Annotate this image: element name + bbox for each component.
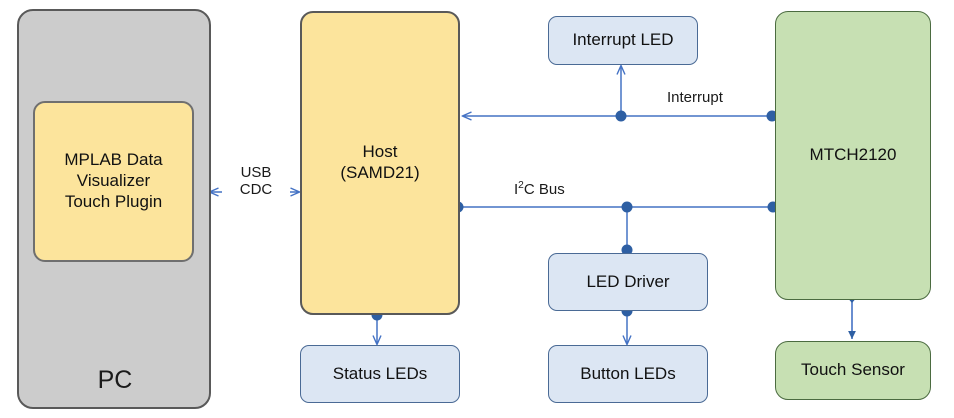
button-leds-label: Button LEDs — [580, 363, 676, 383]
plugin-line-3: Touch Plugin — [64, 191, 163, 211]
led-driver-label: LED Driver — [586, 271, 670, 291]
mtch2120-box[interactable]: MTCH2120 — [775, 11, 931, 300]
interrupt-led-label: Interrupt LED — [572, 30, 674, 50]
interrupt-edge-label-text: Interrupt — [667, 89, 723, 106]
i2c-bus-edge-label: I2C Bus — [511, 180, 568, 198]
usb-cdc-edge-label: USB CDC — [222, 164, 290, 199]
usb-cdc-line-2: CDC — [239, 180, 273, 198]
host-line-2: (SAMD21) — [340, 163, 420, 182]
button-leds-box[interactable]: Button LEDs — [548, 345, 708, 403]
host-samd21-box[interactable]: Host (SAMD21) — [300, 11, 460, 315]
plugin-line-1: MPLAB Data — [64, 150, 163, 170]
status-leds-box[interactable]: Status LEDs — [300, 345, 460, 403]
pc-caption: PC — [55, 362, 175, 398]
mtch2120-label: MTCH2120 — [809, 145, 897, 165]
mplab-data-visualizer-touch-plugin-box[interactable]: MPLAB Data Visualizer Touch Plugin — [33, 101, 194, 262]
plugin-line-2: Visualizer — [76, 171, 151, 191]
pc-caption-label: PC — [97, 365, 133, 394]
touch-sensor-label: Touch Sensor — [801, 360, 905, 380]
wire-mtch-touch-sensor — [846, 296, 858, 339]
led-driver-box[interactable]: LED Driver — [548, 253, 708, 311]
wire-driver-button-leds — [621, 305, 633, 345]
interrupt-edge-label: Interrupt — [664, 89, 726, 106]
usb-cdc-line-1: USB — [240, 164, 272, 181]
i2c-bus-superscript: 2 — [518, 180, 524, 191]
wire-interrupt — [463, 66, 778, 122]
touch-sensor-box[interactable]: Touch Sensor — [775, 341, 931, 400]
wire-i2c-bus — [452, 201, 779, 256]
i2c-bus-prefix: I — [514, 181, 519, 198]
plugin-label: MPLAB Data Visualizer Touch Plugin — [35, 150, 192, 212]
i2c-bus-suffix: C Bus — [523, 181, 565, 198]
host-label: Host (SAMD21) — [302, 142, 458, 183]
interrupt-led-box[interactable]: Interrupt LED — [548, 16, 698, 65]
status-leds-label: Status LEDs — [332, 363, 428, 383]
host-line-1: Host — [362, 142, 398, 162]
